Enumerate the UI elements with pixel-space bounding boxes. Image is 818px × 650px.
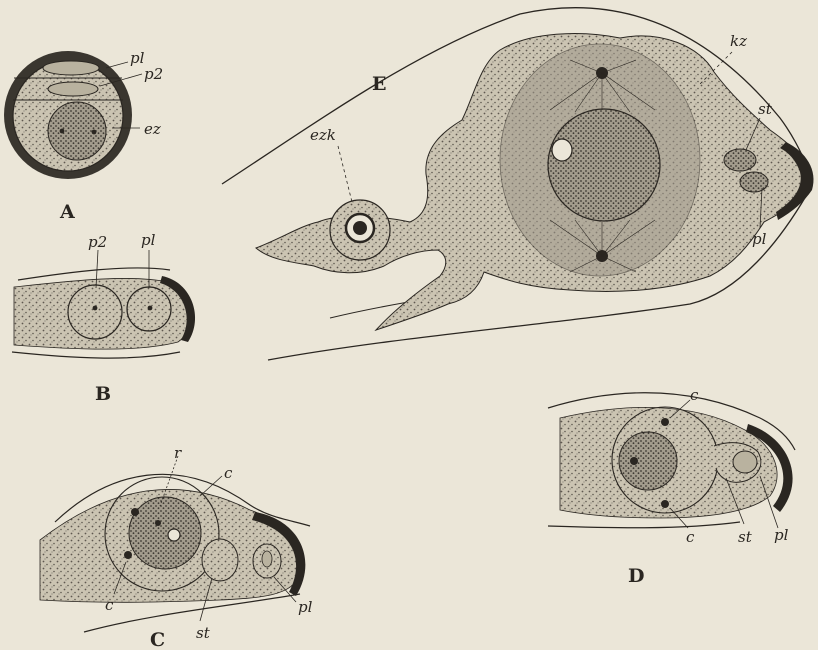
figure-b-label-pl: pl	[141, 231, 156, 249]
figure-e-label-kz: kz	[730, 32, 747, 50]
figure-b-cell-p2	[68, 285, 122, 339]
figure-b-nucleolus-pl	[148, 306, 153, 311]
figure-e-body-st-1	[724, 149, 756, 171]
figure-a-polar-body-2	[48, 82, 98, 96]
figure-c-leader-c-top	[200, 476, 222, 496]
figure-c-body-pl-inner	[262, 551, 272, 567]
figure-c-nucleolus	[168, 529, 180, 541]
figure-d-label-st: st	[738, 528, 753, 546]
figure-e-title: E	[372, 73, 386, 95]
figure-d-nucleus	[619, 432, 677, 490]
figure-c-label-pl: pl	[298, 598, 313, 616]
figure-d-label-c-top: c	[690, 386, 699, 404]
figure-a-polar-body-1	[43, 61, 99, 75]
figure-a-nucleolus-1	[60, 129, 65, 134]
figure-e-label-ezk: ezk	[310, 126, 336, 144]
figure-c-label-st: st	[196, 624, 211, 642]
figure-d-body-pl	[733, 451, 757, 473]
figure-c-nucleus	[129, 497, 201, 569]
figure-d-title: D	[628, 565, 644, 587]
figure-a-label-pl: pl	[130, 49, 145, 67]
figure-d-label-pl: pl	[774, 526, 789, 544]
figure-c-centrosome-1	[131, 508, 139, 516]
figure-e-nucleolus	[552, 139, 572, 161]
figure-b-label-p2: p2	[88, 233, 107, 251]
figure-b: p2 pl B	[12, 231, 195, 405]
figure-d-lower-membrane	[548, 522, 740, 528]
figure-d-nucleolus	[630, 457, 638, 465]
figure-a-label-ez: ez	[144, 120, 161, 138]
figure-c-body-st	[202, 539, 238, 581]
figure-c-label-r: r	[174, 444, 182, 462]
figure-e-label-pl: pl	[752, 230, 767, 248]
figure-c: r c c st pl C	[40, 444, 313, 650]
figure-e-leader-ezk	[338, 146, 352, 202]
figure-c-centrosome-3	[155, 520, 161, 526]
figure-a: pl p2 ez A	[4, 49, 163, 223]
figure-c-label-c-bottom: c	[105, 596, 114, 614]
figure-e: ezk kz st pl E	[222, 8, 814, 360]
figure-a-title: A	[59, 201, 75, 223]
figure-a-nucleolus-2	[92, 130, 97, 135]
figure-b-outer-membrane	[18, 268, 170, 280]
figure-d: c c st pl D	[548, 386, 795, 587]
figure-b-title: B	[95, 383, 111, 405]
figure-b-lower-membrane	[12, 352, 180, 358]
figure-d-centrosome-bottom	[661, 500, 669, 508]
figure-a-nucleus	[48, 102, 106, 160]
figure-e-label-st: st	[758, 100, 773, 118]
figure-d-centrosome-top	[661, 418, 669, 426]
figure-e-ezk-core	[353, 221, 367, 235]
figure-c-title: C	[150, 629, 165, 650]
figure-e-nucleus	[548, 109, 660, 221]
figure-c-centrosome-2	[124, 551, 132, 559]
figure-e-body-st-2	[740, 172, 768, 192]
figure-a-leader-pl	[106, 62, 128, 68]
figure-c-label-c-top: c	[224, 464, 233, 482]
figure-b-nucleolus-p2	[93, 306, 98, 311]
figure-d-label-c-bottom: c	[686, 528, 695, 546]
figure-a-label-p2: p2	[144, 65, 163, 83]
